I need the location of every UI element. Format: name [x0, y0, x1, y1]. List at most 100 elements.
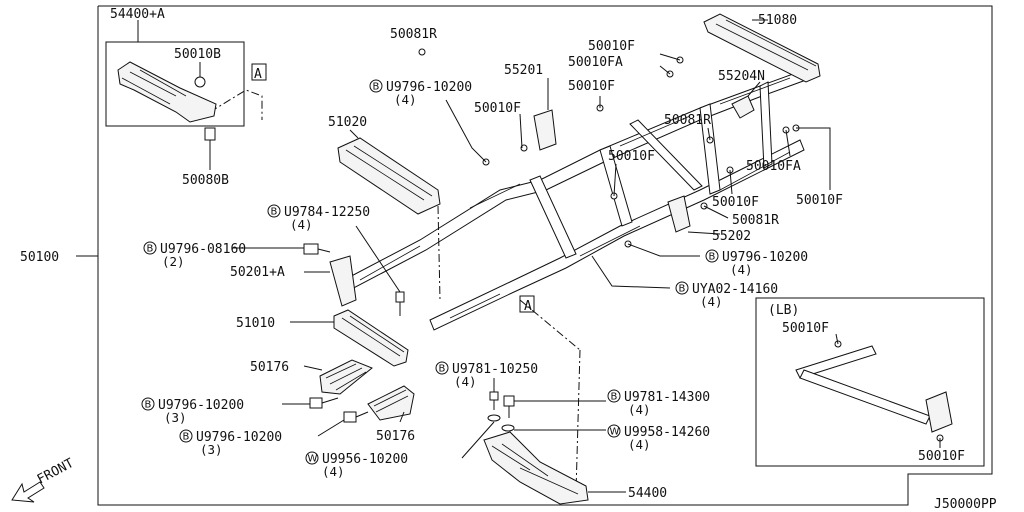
bolt-marker-icon: B — [143, 241, 157, 255]
label-u9796-08160: U9796-08160 — [160, 242, 246, 257]
qty-h: (4) — [700, 294, 723, 309]
label-55204n: 55204N — [718, 69, 765, 84]
label-u9796-d: U9796-10200 — [722, 250, 808, 265]
bolt-marker-icon: B — [267, 204, 281, 218]
qty-b: (4) — [290, 217, 313, 232]
label-50081r-b: 50081R — [664, 113, 711, 128]
bolt-u9796-10200-b — [309, 397, 339, 409]
svg-text:B: B — [145, 400, 152, 411]
bracket-55204n — [731, 95, 755, 119]
bolt-u9796-08160 — [303, 243, 331, 255]
label-u9796-c: U9796-10200 — [196, 430, 282, 445]
label-51010: 51010 — [236, 316, 275, 331]
label-50010b: 50010B — [174, 47, 221, 62]
bracket-50201a — [329, 255, 357, 307]
svg-text:B: B — [147, 244, 154, 255]
svg-text:B: B — [373, 82, 380, 93]
ref-a-box-1 — [251, 63, 267, 81]
lb-frame-detail — [795, 340, 953, 442]
label-50081r-c: 50081R — [732, 213, 779, 228]
leader-50010fa-a — [659, 65, 671, 75]
label-u9784: U9784-12250 — [284, 205, 370, 220]
bracket-55201 — [533, 109, 557, 151]
qty-2: (2) — [162, 254, 185, 269]
lb-inset-box — [755, 297, 985, 467]
chassis-frame — [339, 69, 807, 331]
label-u9796-b: U9796-10200 — [158, 398, 244, 413]
bracket-55202 — [667, 195, 691, 233]
label-54400a: 54400+A — [110, 7, 165, 22]
diagram-code: J50000PP — [934, 497, 997, 512]
leader-u9796-d — [627, 243, 700, 257]
bracket-54400a — [117, 61, 217, 141]
label-u9781-14300: U9781-14300 — [624, 390, 710, 405]
bolt-marker-icon: B — [141, 397, 155, 411]
leader-u9784 — [355, 225, 401, 293]
ref-line-a-inset — [209, 89, 263, 120]
bolt-marker-icon: B — [369, 79, 383, 93]
leader-50010f-f — [796, 127, 831, 190]
qty-c: (4) — [322, 464, 345, 479]
label-lb-50010f-b: 50010F — [918, 449, 965, 464]
leader-50010fa-b — [785, 129, 791, 157]
leader-51020 — [349, 129, 359, 139]
ref-a-box-2 — [519, 295, 535, 313]
leader-50010f-e — [729, 169, 733, 195]
leader-u9956 — [461, 421, 495, 459]
washer-marker-icon: W — [305, 451, 319, 465]
svg-text:B: B — [439, 364, 446, 375]
leader-50010f-d — [613, 163, 617, 197]
label-50176-b: 50176 — [376, 429, 415, 444]
label-51020: 51020 — [328, 115, 367, 130]
qty-3a: (3) — [164, 410, 187, 425]
leader-u9796-c — [317, 419, 345, 437]
member-51080 — [703, 13, 821, 83]
label-50080b: 50080B — [182, 173, 229, 188]
bolt-u9781-10250 — [489, 391, 499, 410]
bolt-marker-icon: B — [435, 361, 449, 375]
label-uya02: UYA02-14160 — [692, 282, 778, 297]
bracket-54400 — [483, 431, 589, 505]
label-50201a: 50201+A — [230, 265, 285, 280]
qty-d: (4) — [454, 374, 477, 389]
ref-dash-a — [519, 299, 581, 351]
washer-u9956 — [487, 414, 501, 422]
svg-text:W: W — [610, 427, 620, 438]
qty-a: (4) — [394, 92, 417, 107]
label-50176-a: 50176 — [250, 360, 289, 375]
leader-50081r-c — [703, 205, 729, 219]
leader-lb-50010f-a — [835, 333, 839, 345]
label-50100: 50100 — [20, 250, 59, 265]
leader-50081r-b — [707, 127, 711, 141]
leader-uya02 — [591, 255, 671, 289]
leader-50010f-a — [519, 113, 523, 149]
label-50010f-f: 50010F — [796, 193, 843, 208]
ref-dash-51020 — [437, 205, 441, 301]
label-55202: 55202 — [712, 229, 751, 244]
crossmember-51020 — [337, 137, 441, 215]
label-50010fa-b: 50010FA — [746, 159, 801, 174]
svg-text:W: W — [308, 454, 318, 465]
qty-f: (4) — [628, 437, 651, 452]
bolt-marker-icon: B — [675, 281, 689, 295]
label-lb-title: (LB) — [768, 303, 799, 318]
front-arrow-icon — [11, 481, 45, 503]
label-u9781-10250: U9781-10250 — [452, 362, 538, 377]
stay-50176-b — [367, 385, 415, 421]
label-ref-a-2: A — [524, 299, 532, 314]
plate-51010 — [333, 309, 409, 367]
label-50010f-e: 50010F — [712, 195, 759, 210]
leader-u9796-a — [445, 99, 487, 163]
bolt-marker-icon: B — [705, 249, 719, 263]
washer-marker-icon: W — [607, 424, 621, 438]
label-55201: 55201 — [504, 63, 543, 78]
leader-55204n — [747, 81, 761, 97]
label-u9958: U9958-14260 — [624, 425, 710, 440]
label-front: FRONT — [35, 456, 77, 488]
label-ref-a-1: A — [254, 67, 262, 82]
washer-u9958 — [501, 424, 515, 432]
label-u9796-a: U9796-10200 — [386, 80, 472, 95]
label-50010f-a: 50010F — [474, 101, 521, 116]
label-54400: 54400 — [628, 486, 667, 501]
bolt-marker-icon: B — [179, 429, 193, 443]
